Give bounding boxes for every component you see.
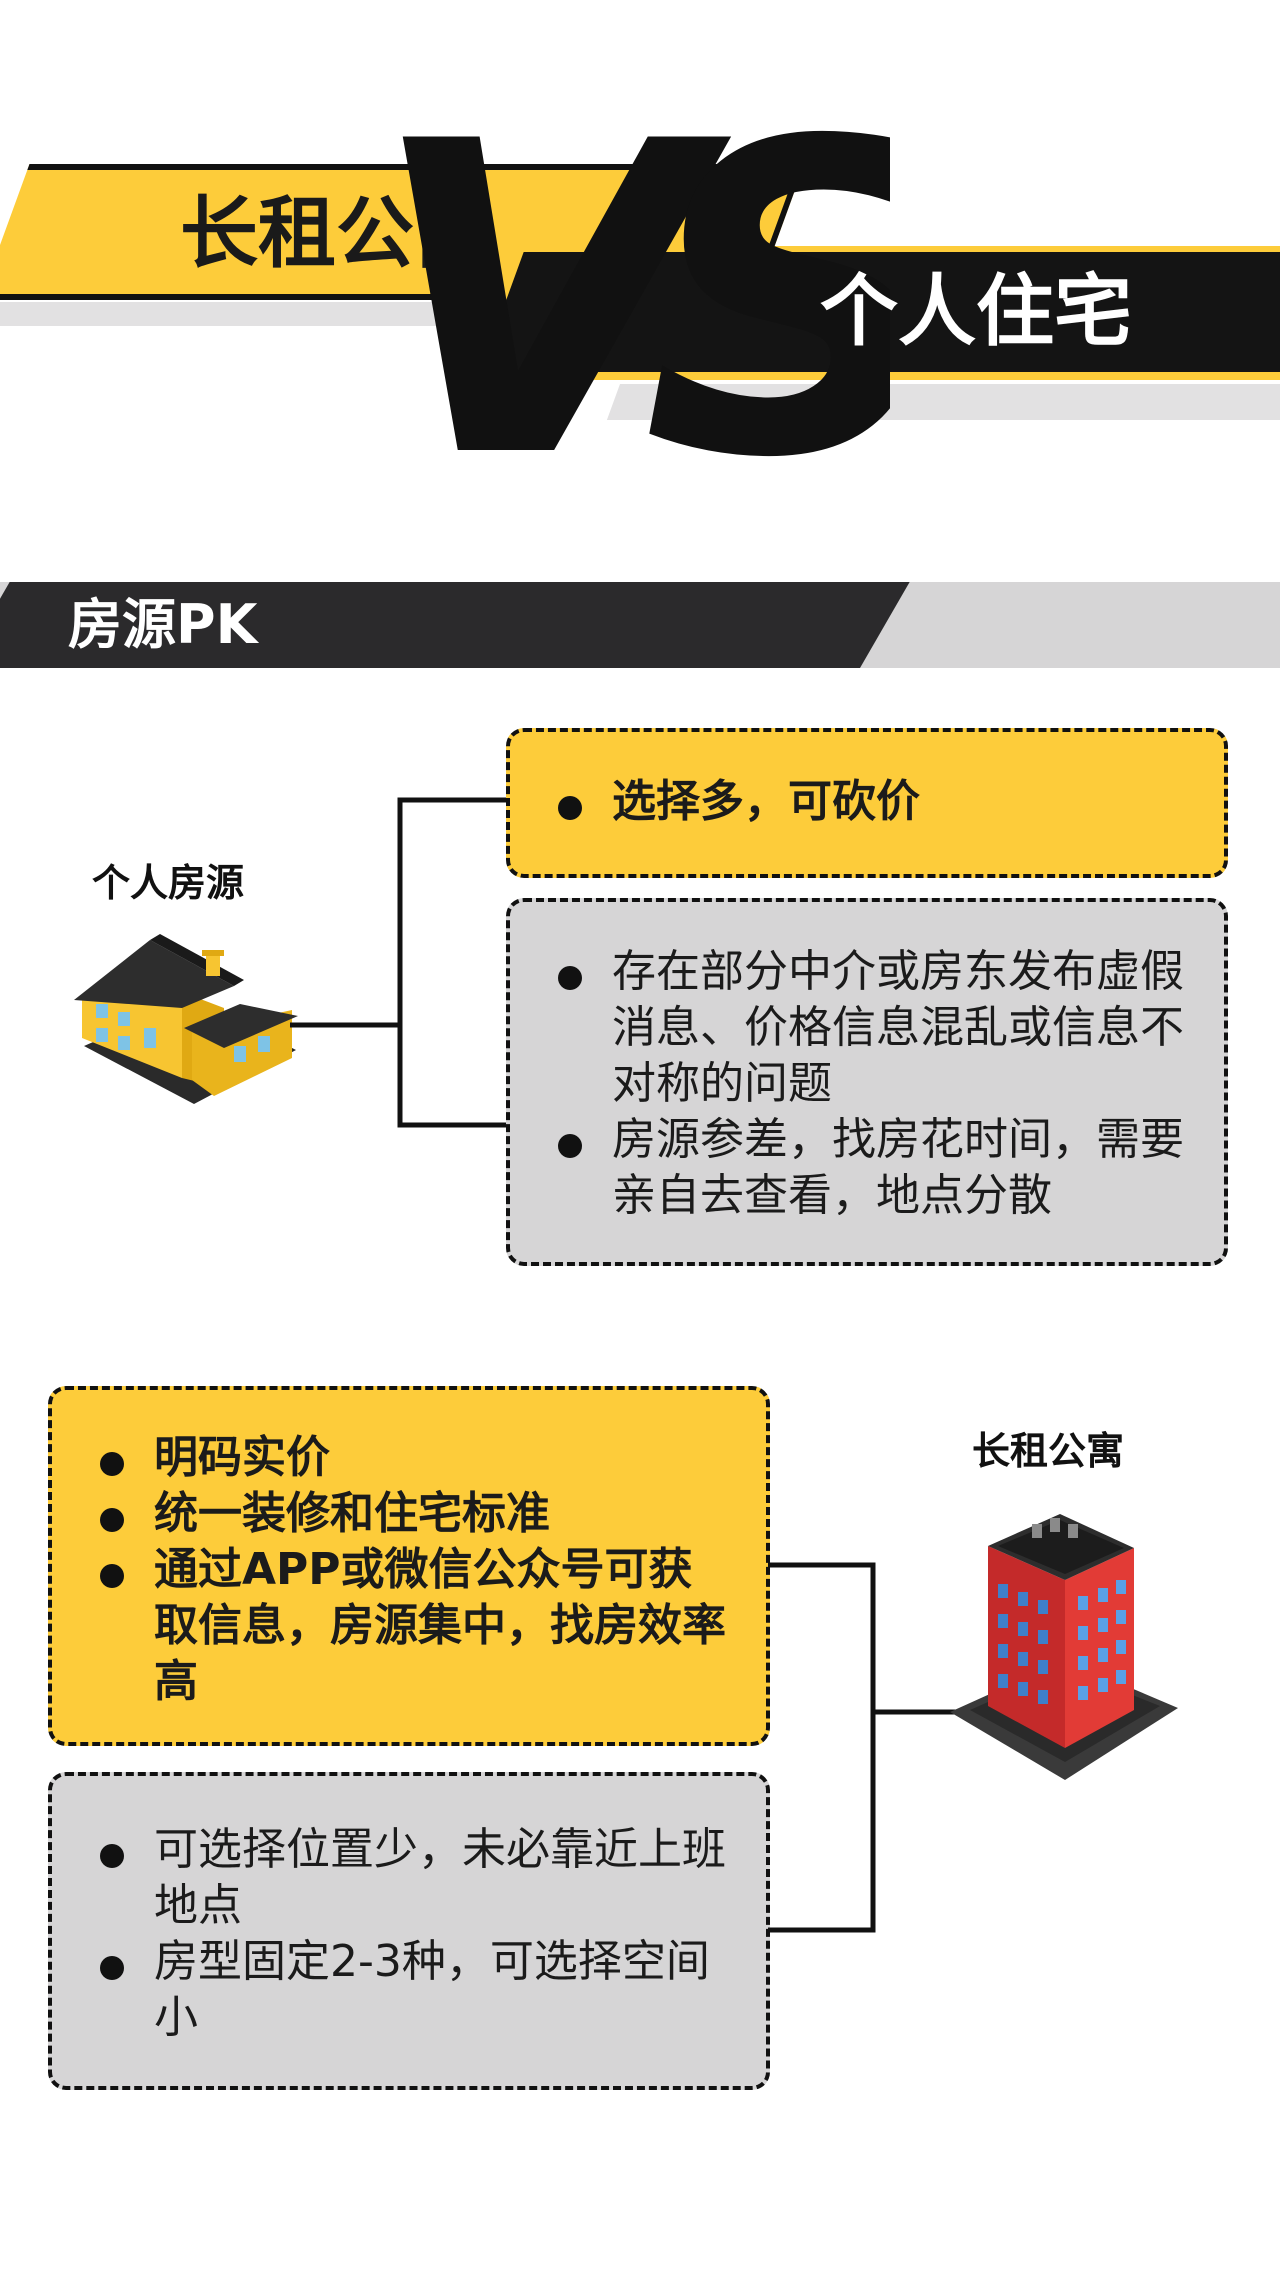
list-item: 明码实价: [92, 1430, 736, 1486]
section-bar: 房源PK: [0, 582, 1280, 668]
list-item: 通过APP或微信公众号可获取信息，房源集中，找房效率高: [92, 1542, 736, 1710]
personal-pros-list: 选择多，可砍价: [550, 774, 1194, 830]
vs-letters: VS: [370, 70, 890, 470]
list-item: 房源参差，找房花时间，需要亲自去查看，地点分散: [550, 1112, 1194, 1224]
list-item: 房型固定2-3种，可选择空间小: [92, 1934, 736, 2046]
list-item: 可选择位置少，未必靠近上班地点: [92, 1822, 736, 1934]
personal-pros-box: 选择多，可砍价: [506, 728, 1228, 878]
house-icon: [74, 934, 298, 1104]
right-label: 个人住宅: [820, 267, 1133, 357]
list-item: 存在部分中介或房东发布虚假消息、价格信息混乱或信息不对称的问题: [550, 944, 1194, 1112]
apartment-connector: [768, 1562, 968, 1933]
vs-text: VS: [370, 70, 890, 470]
left-label: 长租公寓: [180, 189, 493, 279]
apartment-cons-list: 可选择位置少，未必靠近上班地点 房型固定2-3种，可选择空间小: [92, 1822, 736, 2046]
vs-banner: 长租公寓 VS 个人住宅: [0, 0, 1280, 480]
personal-cons-list: 存在部分中介或房东发布虚假消息、价格信息混乱或信息不对称的问题 房源参差，找房花…: [550, 944, 1194, 1224]
apartment-pros-box: 明码实价 统一装修和住宅标准 通过APP或微信公众号可获取信息，房源集中，找房效…: [48, 1386, 770, 1746]
apartment-pros-list: 明码实价 统一装修和住宅标准 通过APP或微信公众号可获取信息，房源集中，找房效…: [92, 1430, 736, 1710]
personal-cons-box: 存在部分中介或房东发布虚假消息、价格信息混乱或信息不对称的问题 房源参差，找房花…: [506, 898, 1228, 1266]
personal-label: 个人房源: [92, 861, 245, 905]
section-title: 房源PK: [68, 593, 258, 656]
list-item: 选择多，可砍价: [550, 774, 1194, 830]
apartment-building-icon: [950, 1514, 1178, 1780]
apartment-label: 长租公寓: [972, 1429, 1125, 1473]
personal-connector: [290, 797, 510, 1128]
list-item: 统一装修和住宅标准: [92, 1486, 736, 1542]
apartment-cons-box: 可选择位置少，未必靠近上班地点 房型固定2-3种，可选择空间小: [48, 1772, 770, 2090]
